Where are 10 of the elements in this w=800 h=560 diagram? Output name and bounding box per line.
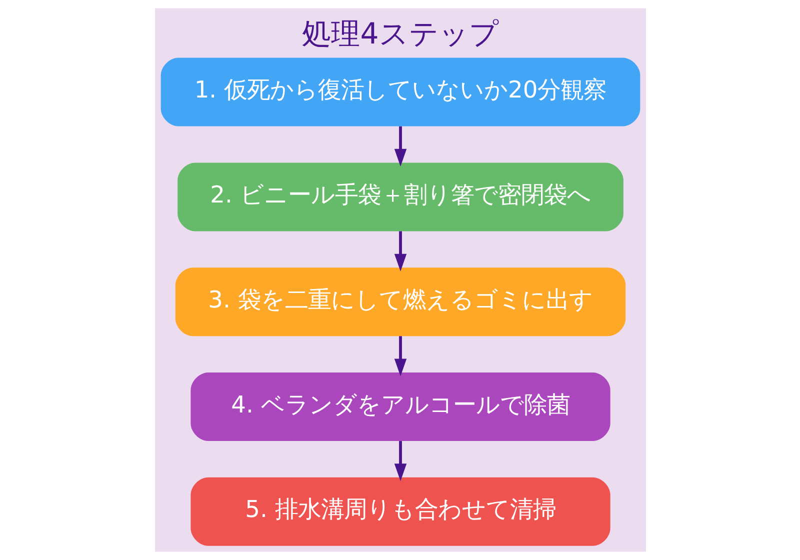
diagram-title: 処理4ステップ [302,16,498,50]
arrow [394,336,406,376]
node-box: 4. ベランダをアルコールで除菌 [190,372,610,441]
node-box: 2. ビニール手袋＋割り箸で密閉袋へ [177,162,623,232]
node-box: 3. 袋を二重にして燃えるゴミに出す [174,268,626,336]
arrow [394,126,406,166]
arrow [394,441,406,482]
node-box: 1. 仮死から復活していないか20分観察 [160,58,640,126]
node-box: 5. 排水溝周りも合わせて清掃 [190,477,610,546]
arrow [394,231,406,272]
